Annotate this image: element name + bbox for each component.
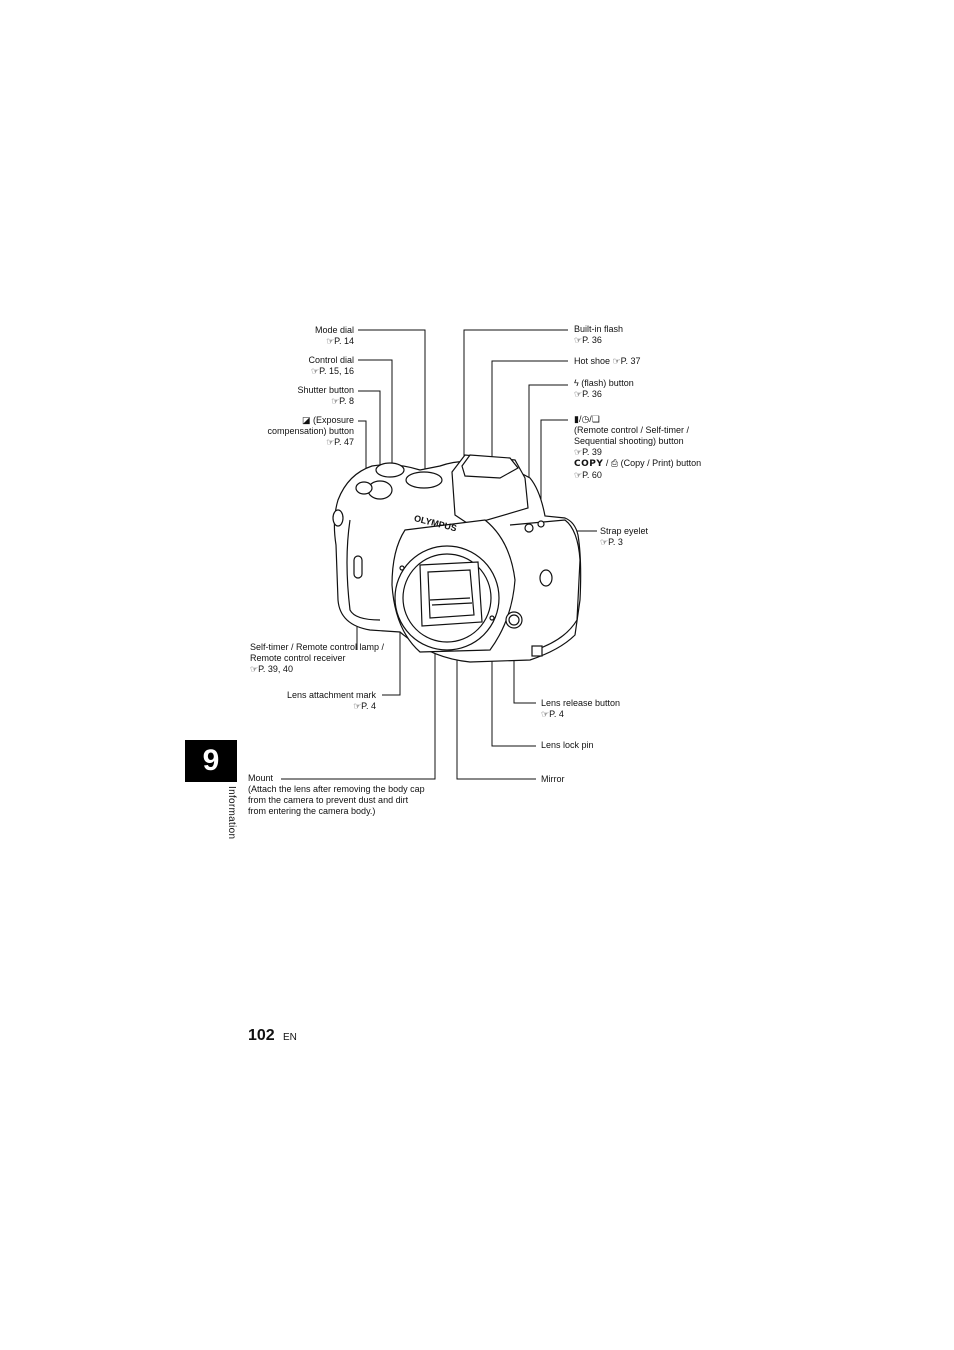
lens-release-button-label: Lens release button ☞P. 4 — [541, 698, 620, 720]
mirror-name: Mirror — [541, 774, 565, 784]
built-in-flash-ref: P. 36 — [582, 335, 602, 345]
strap-eyelet-label: Strap eyelet ☞P. 3 — [600, 526, 648, 548]
mode-dial-name: Mode dial — [314, 325, 354, 335]
copy-ref: P. 60 — [582, 470, 602, 480]
flash-button-label: ϟ (flash) button ☞P. 36 — [574, 378, 634, 400]
mount-note-2: from the camera to prevent dust and dirt — [248, 795, 409, 805]
exposure-name-2: compensation) button — [267, 426, 354, 436]
exposure-compensation-icon: ◪ — [301, 415, 311, 425]
camera-body — [332, 454, 582, 663]
page-ref-icon: ☞ — [574, 470, 583, 480]
control-dial-label: Control dial ☞P. 15, 16 — [308, 355, 354, 377]
page-ref-icon: ☞ — [353, 701, 362, 711]
mount-note-3: from entering the camera body.) — [248, 806, 376, 816]
exposure-name-1: (Exposure — [312, 415, 354, 425]
page-ref-icon: ☞ — [541, 709, 550, 719]
drive-line-2: Sequential shooting) button — [574, 436, 684, 446]
self-timer-line-1: Self-timer / Remote control lamp / — [250, 642, 385, 652]
drive-mode-icon: ▮/◷/❏ — [574, 414, 600, 424]
shutter-button-ref: P. 8 — [339, 396, 354, 406]
page-ref-icon: ☞ — [574, 389, 583, 399]
shutter-button-name: Shutter button — [297, 385, 354, 395]
page-ref-icon: ☞ — [250, 664, 259, 674]
drive-button-label: ▮/◷/❏ (Remote control / Self-timer / Seq… — [574, 414, 702, 481]
exposure-ref: P. 47 — [334, 437, 354, 447]
copy-word: COPY — [574, 459, 604, 469]
built-in-flash-label: Built-in flash ☞P. 36 — [574, 324, 623, 346]
drive-ref: P. 39 — [582, 447, 602, 457]
mount-label: Mount (Attach the lens after removing th… — [248, 773, 425, 817]
page-ref-icon: ☞ — [331, 396, 340, 406]
mirror-label: Mirror — [541, 774, 565, 785]
hot-shoe-ref: P. 37 — [620, 356, 641, 366]
language-code: EN — [283, 1032, 297, 1043]
strap-eyelet-ref: P. 3 — [608, 537, 623, 547]
hot-shoe-label: Hot shoe ☞P. 37 — [574, 356, 640, 367]
mount-note-1: (Attach the lens after removing the body… — [248, 784, 425, 794]
mode-dial-ref: P. 14 — [334, 336, 354, 346]
flash-button-ref: P. 36 — [582, 389, 602, 399]
chapter-side-label: Information — [226, 786, 237, 840]
page-ref-icon: ☞ — [600, 537, 609, 547]
page-ref-icon: ☞ — [612, 356, 621, 366]
lens-release-name: Lens release button — [541, 698, 621, 708]
lens-attachment-mark-label: Lens attachment mark ☞P. 4 — [287, 690, 376, 712]
flash-icon: ϟ — [574, 378, 579, 388]
lens-lock-pin-name: Lens lock pin — [541, 740, 594, 750]
self-timer-ref: P. 39, 40 — [258, 664, 293, 674]
lens-attachment-name: Lens attachment mark — [286, 690, 376, 700]
built-in-flash-name: Built-in flash — [574, 324, 624, 334]
page-ref-icon: ☞ — [326, 336, 335, 346]
page-ref-icon: ☞ — [326, 437, 335, 447]
control-dial-name: Control dial — [308, 355, 354, 365]
lens-lock-pin-label: Lens lock pin — [541, 740, 594, 751]
self-timer-lamp-label: Self-timer / Remote control lamp / Remot… — [250, 642, 384, 675]
page-ref-icon: ☞ — [574, 447, 583, 457]
leader-lines — [281, 329, 597, 780]
self-timer-line-2: Remote control receiver — [250, 653, 346, 663]
chapter-tab: 9 — [185, 740, 237, 782]
flash-button-name: (flash) button — [581, 378, 634, 388]
mount-name: Mount — [248, 773, 274, 783]
page-number: 102 — [248, 1027, 275, 1044]
control-dial-ref: P. 15, 16 — [319, 366, 354, 376]
print-icon: ⎙ — [610, 458, 619, 468]
page-ref-icon: ☞ — [311, 366, 320, 376]
strap-eyelet-name: Strap eyelet — [600, 526, 649, 536]
exposure-button-label: ◪ (Exposure compensation) button ☞P. 47 — [267, 415, 354, 448]
copy-rest: (Copy / Print) button — [620, 458, 702, 468]
page-ref-icon: ☞ — [574, 335, 583, 345]
lens-release-ref: P. 4 — [549, 709, 564, 719]
lens-attachment-ref: P. 4 — [361, 701, 376, 711]
shutter-button-label: Shutter button ☞P. 8 — [297, 385, 354, 407]
hot-shoe-name: Hot shoe — [574, 356, 611, 366]
mode-dial-label: Mode dial ☞P. 14 — [315, 325, 354, 347]
drive-line-1: (Remote control / Self-timer / — [574, 425, 690, 435]
